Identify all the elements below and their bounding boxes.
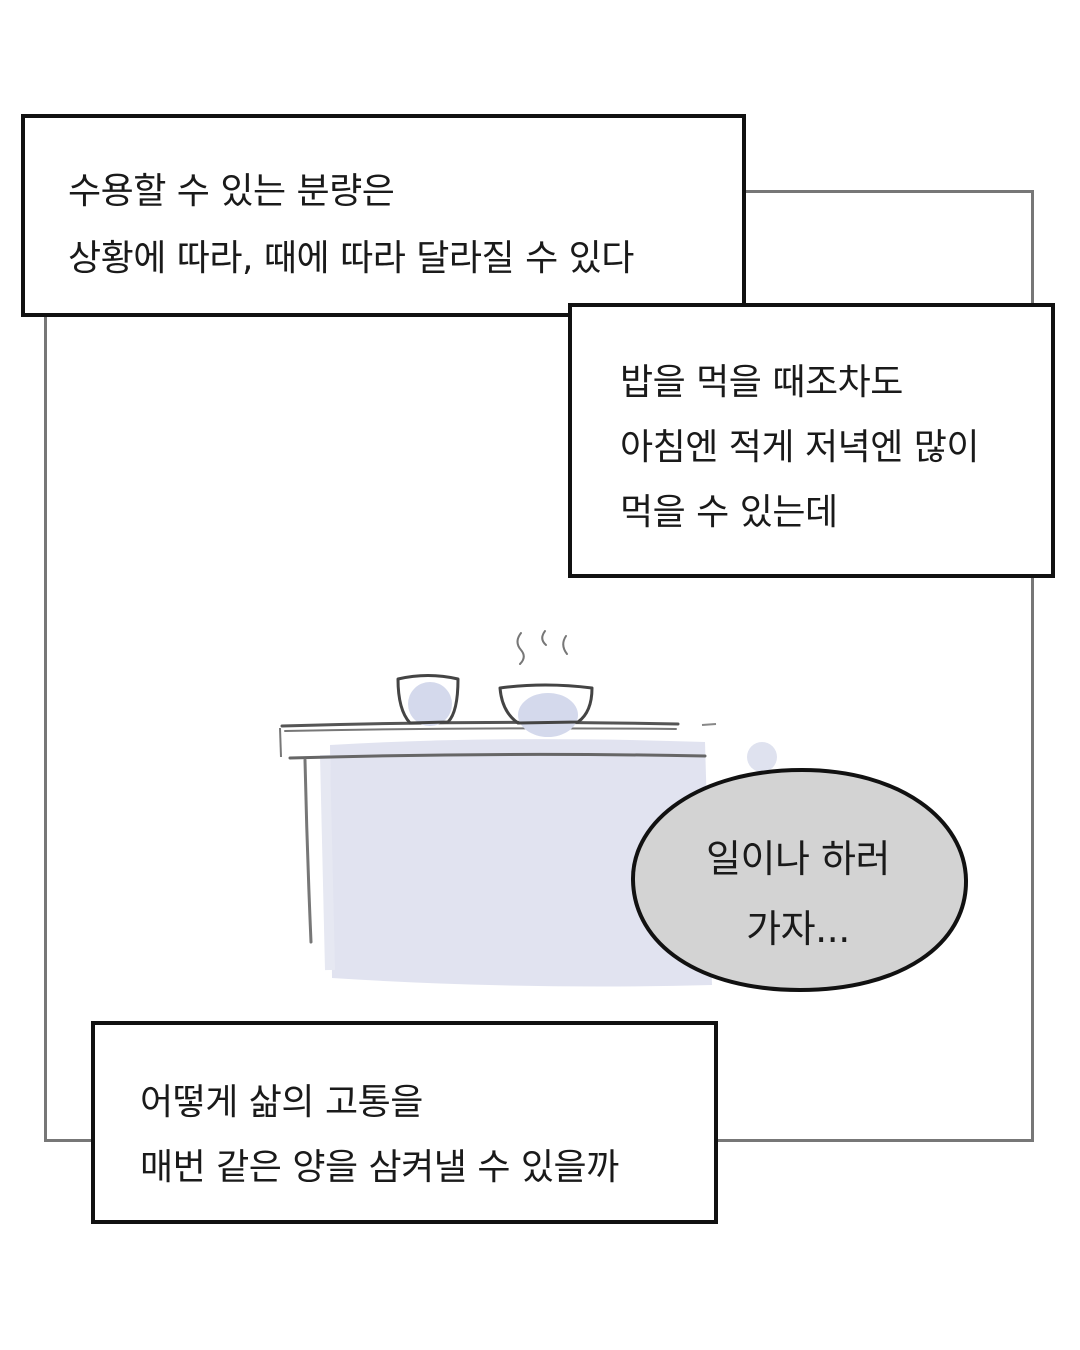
caption-text: 밥을 먹을 때조차도 (620, 362, 903, 403)
caption-box-right: 밥을 먹을 때조차도 아침엔 적게 저녁엔 많이 먹을 수 있는데 (568, 303, 1055, 578)
caption-text: 매번 같은 양을 삼켜낼 수 있을까 (140, 1147, 619, 1188)
caption-box-bottom: 어떻게 삶의 고통을 매번 같은 양을 삼켜낼 수 있을까 (91, 1021, 718, 1224)
speech-bubble-line1: 일이나 하러 (706, 837, 890, 881)
table-cloth-tint-edge (320, 754, 335, 971)
caption-text: 상황에 따라, 때에 따라 달라질 수 있다 (68, 238, 634, 279)
steam-icon (541, 630, 547, 646)
caption-box-top: 수용할 수 있는 분량은 상황에 따라, 때에 따라 달라질 수 있다 (21, 114, 746, 317)
bowl-left (396, 674, 460, 725)
bowl-right (498, 683, 594, 725)
table-top-short (701, 723, 717, 726)
table-top-line-2 (284, 727, 677, 732)
table-cloth-tint (330, 739, 712, 987)
bowl-left-tint (408, 682, 452, 726)
table-edge-line (288, 752, 707, 760)
table-left-end (279, 727, 282, 758)
caption-text: 아침엔 적게 저녁엔 많이 (620, 427, 980, 468)
side-dish (747, 742, 777, 772)
caption-text: 먹을 수 있는데 (620, 492, 838, 533)
steam-icon (516, 632, 525, 665)
steam-icon (562, 635, 568, 655)
speech-bubble (630, 767, 969, 993)
caption-text: 수용할 수 있는 분량은 (68, 171, 395, 212)
bowl-right-tint (518, 693, 578, 737)
table-leg-left (303, 758, 313, 944)
speech-bubble-line2: 가자... (746, 907, 850, 951)
caption-text: 어떻게 삶의 고통을 (140, 1082, 423, 1123)
table-top-line (280, 720, 680, 728)
